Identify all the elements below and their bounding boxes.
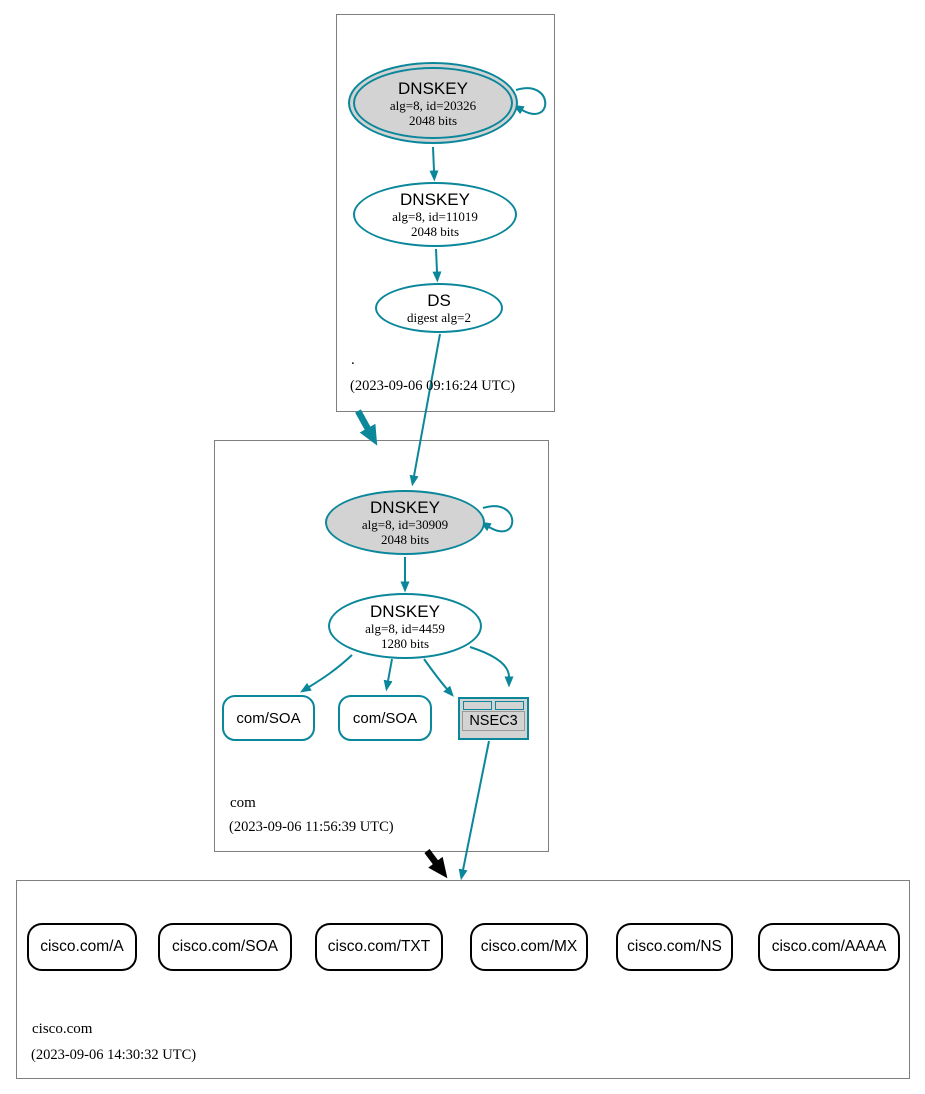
node-root-ds-detail1: digest alg=2 xyxy=(406,310,472,325)
node-root-ksk[interactable]: DNSKEY alg=8, id=20326 2048 bits xyxy=(348,62,518,144)
edge-com-zsk-to-soa2 xyxy=(383,658,393,692)
node-root-ksk-detail1: alg=8, id=20326 xyxy=(389,97,477,113)
edge-root-zsk-to-ds xyxy=(432,248,442,283)
node-cisco-aaaa[interactable]: cisco.com/AAAA xyxy=(758,923,900,971)
zone-box-com xyxy=(214,440,549,852)
edge-com-zone-to-cisco-zone-insecure xyxy=(424,849,448,879)
node-cisco-txt-label: cisco.com/TXT xyxy=(327,938,431,955)
node-com-zsk-detail2: 1280 bits xyxy=(380,635,430,651)
edge-nsec3-to-cisco-zone xyxy=(458,740,490,881)
node-com-ksk[interactable]: DNSKEY alg=8, id=30909 2048 bits xyxy=(325,490,485,555)
node-cisco-a[interactable]: cisco.com/A xyxy=(27,923,137,971)
nsec3-record-cell xyxy=(463,701,492,710)
node-com-zsk[interactable]: DNSKEY alg=8, id=4459 1280 bits xyxy=(328,593,482,659)
edge-root-ksk-to-zsk xyxy=(429,146,439,182)
node-com-ksk-type: DNSKEY xyxy=(370,498,440,517)
edge-com-zsk-to-soa1 xyxy=(300,654,353,693)
zone-label-root: . xyxy=(351,352,355,368)
node-root-ds[interactable]: DS digest alg=2 xyxy=(375,283,503,333)
node-cisco-mx[interactable]: cisco.com/MX xyxy=(470,923,588,971)
edge-root-zone-to-com-zone-secure xyxy=(355,409,378,446)
zone-label-cisco: cisco.com xyxy=(32,1021,93,1037)
node-com-soa-2[interactable]: com/SOA xyxy=(338,695,432,741)
node-cisco-ns-label: cisco.com/NS xyxy=(627,938,722,955)
node-root-ksk-type: DNSKEY xyxy=(398,78,468,98)
node-nsec3-label: NSEC3 xyxy=(462,711,525,731)
node-cisco-a-label: cisco.com/A xyxy=(40,938,124,955)
edge-root-ksk-self-sign xyxy=(512,87,547,115)
node-root-zsk[interactable]: DNSKEY alg=8, id=11019 2048 bits xyxy=(353,182,517,247)
node-root-ksk-detail2: 2048 bits xyxy=(408,112,458,128)
node-cisco-aaaa-label: cisco.com/AAAA xyxy=(771,938,887,955)
zone-label-com: com xyxy=(230,795,256,811)
node-cisco-ns[interactable]: cisco.com/NS xyxy=(616,923,733,971)
node-com-ksk-detail1: alg=8, id=30909 xyxy=(361,517,449,532)
zone-timestamp-root: (2023-09-06 09:16:24 UTC) xyxy=(350,378,516,394)
node-com-zsk-type: DNSKEY xyxy=(370,601,440,621)
zone-timestamp-com: (2023-09-06 11:56:39 UTC) xyxy=(229,819,394,835)
node-root-zsk-type: DNSKEY xyxy=(400,190,470,209)
node-cisco-mx-label: cisco.com/MX xyxy=(480,938,578,955)
nsec3-record-cell xyxy=(495,701,524,710)
zone-box-root xyxy=(336,14,555,412)
node-root-ds-type: DS xyxy=(427,291,451,310)
node-cisco-txt[interactable]: cisco.com/TXT xyxy=(315,923,443,971)
edge-com-zsk-to-nsec3-right xyxy=(469,646,514,688)
zone-timestamp-cisco: (2023-09-06 14:30:32 UTC) xyxy=(31,1047,197,1063)
node-root-zsk-detail2: 2048 bits xyxy=(410,224,460,239)
nsec3-record-cells xyxy=(463,701,524,710)
node-cisco-soa-label: cisco.com/SOA xyxy=(172,938,278,955)
edge-com-ksk-self-sign xyxy=(479,505,514,533)
edge-ds-to-com-ksk xyxy=(409,333,441,487)
node-com-zsk-detail1: alg=8, id=4459 xyxy=(365,620,445,636)
zone-box-cisco xyxy=(16,880,910,1079)
node-com-soa-1-label: com/SOA xyxy=(236,709,301,727)
node-com-soa-1[interactable]: com/SOA xyxy=(222,695,315,741)
node-nsec3[interactable]: NSEC3 xyxy=(458,697,529,740)
node-root-zsk-detail1: alg=8, id=11019 xyxy=(392,209,478,224)
node-com-soa-2-label: com/SOA xyxy=(352,709,418,727)
node-cisco-soa[interactable]: cisco.com/SOA xyxy=(158,923,292,971)
node-com-ksk-detail2: 2048 bits xyxy=(380,532,430,547)
edge-com-zsk-to-nsec3-left xyxy=(423,658,454,697)
